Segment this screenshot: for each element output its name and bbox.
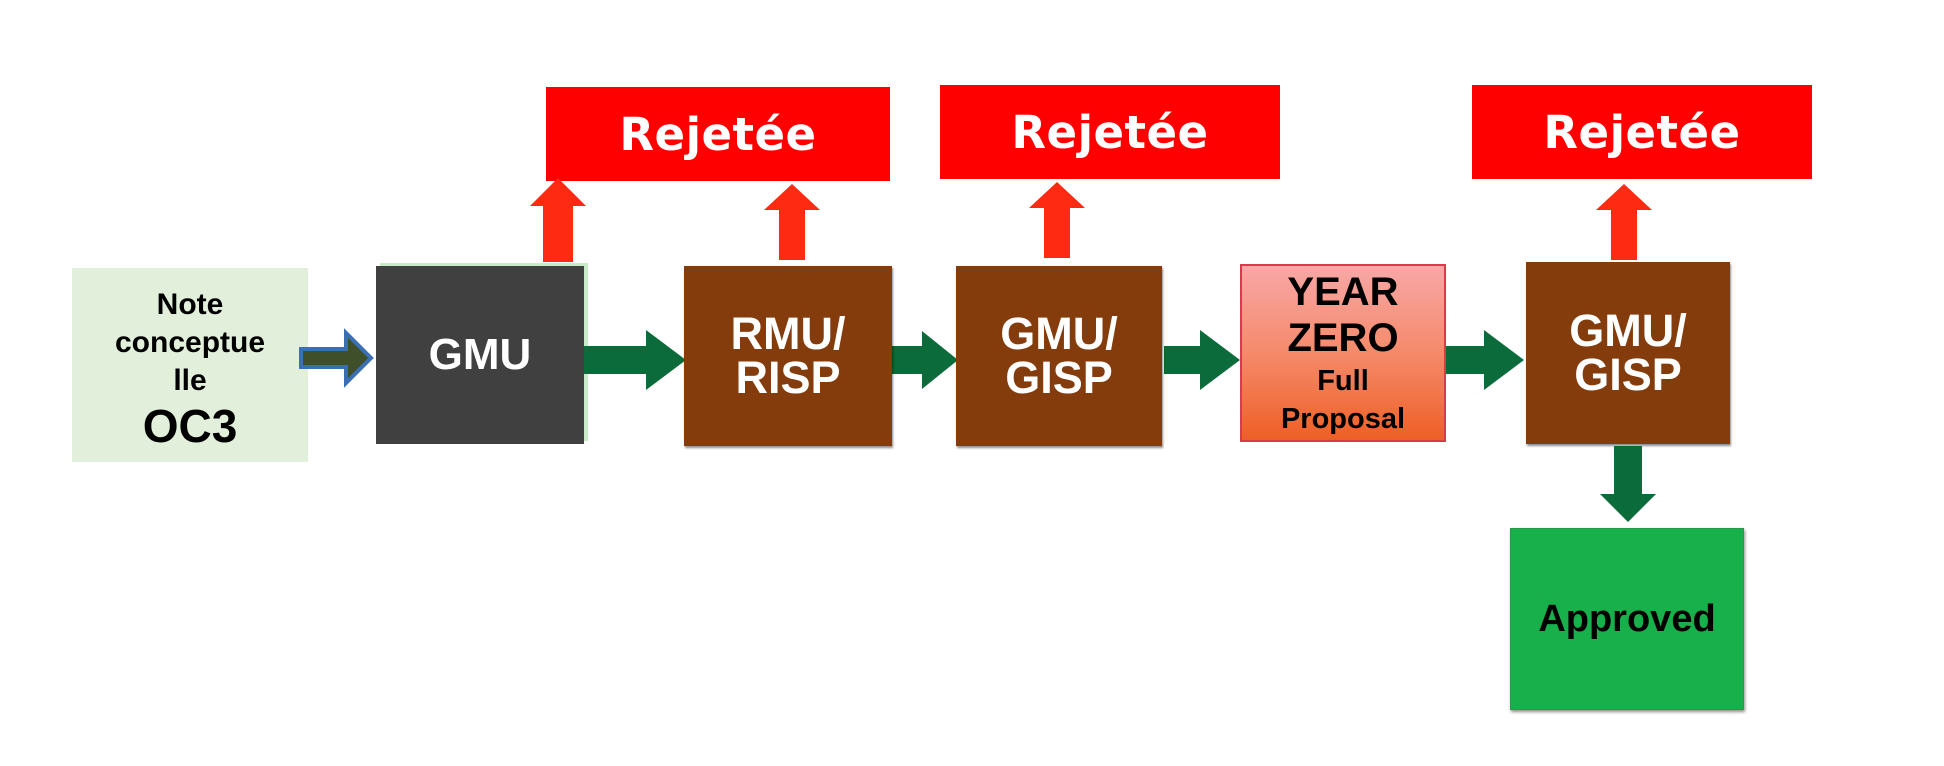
approved-label: Approved <box>1538 597 1716 640</box>
note-line-1: Note <box>156 288 224 321</box>
year-zero-title-2: ZERO <box>1287 316 1399 360</box>
rmu-risp-box: RMU/ RISP <box>684 266 892 446</box>
rmu-risp-line-1: RMU/ <box>730 308 846 359</box>
gmu-gisp-2-line-1: GMU/ <box>1569 305 1687 356</box>
reject-arrow-2 <box>764 184 820 260</box>
rejected-label-2: Rejetée <box>1011 105 1209 159</box>
rejected-label-3: Rejetée <box>1543 105 1741 159</box>
note-to-gmu-arrow <box>299 328 374 388</box>
year-zero-title-1: YEAR <box>1287 270 1399 314</box>
flow-arrow-3 <box>1164 330 1240 390</box>
gmu-gisp-2-line-2: GISP <box>1574 349 1682 400</box>
reject-arrow-1 <box>530 178 586 262</box>
note-conceptuelle-box: Note conceptue lle OC3 <box>72 268 308 462</box>
approved-box: Approved <box>1510 528 1744 710</box>
gmu-gisp-box-2: GMU/ GISP <box>1526 262 1730 444</box>
flow-arrow-2 <box>892 331 958 389</box>
flow-arrow-1 <box>584 330 686 390</box>
gmu-gisp-1-line-1: GMU/ <box>1000 308 1118 359</box>
flow-arrow-4 <box>1446 330 1524 390</box>
reject-arrow-4 <box>1596 184 1652 260</box>
rejected-label-1: Rejetée <box>619 107 817 161</box>
rejected-box-1: Rejetée <box>546 87 890 181</box>
gmu-label: GMU <box>428 330 532 379</box>
year-zero-sub-2: Proposal <box>1280 403 1406 435</box>
rmu-risp-line-2: RISP <box>735 352 841 403</box>
note-line-2: conceptue <box>114 326 266 359</box>
rejected-box-3: Rejetée <box>1472 85 1812 179</box>
year-zero-sub-1: Full <box>1317 365 1369 397</box>
note-line-3: lle <box>173 364 207 397</box>
reject-arrow-3 <box>1029 182 1085 258</box>
note-code: OC3 <box>142 400 238 452</box>
approve-arrow <box>1600 446 1656 522</box>
gmu-box: GMU <box>376 266 584 444</box>
gmu-gisp-1-line-2: GISP <box>1005 352 1113 403</box>
rejected-box-2: Rejetée <box>940 85 1280 179</box>
gmu-gisp-box-1: GMU/ GISP <box>956 266 1162 446</box>
year-zero-box: YEAR ZERO Full Proposal <box>1240 264 1446 442</box>
